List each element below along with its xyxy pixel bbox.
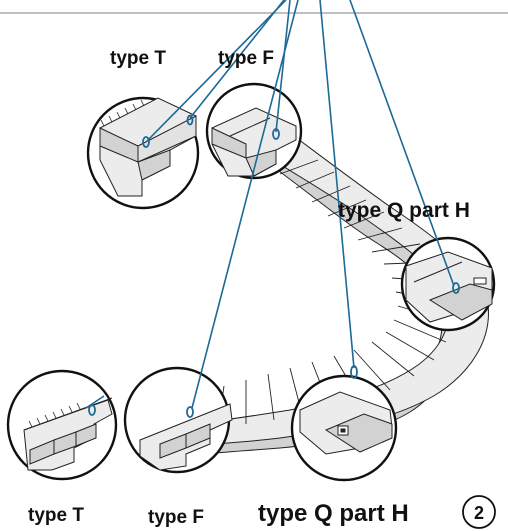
- hook-icon-5: [88, 404, 96, 416]
- page-number: 2: [474, 503, 484, 523]
- detail-circle-top-left: [86, 96, 200, 210]
- lifting-hooks: [88, 114, 460, 418]
- detail-circle-bottom-left: [6, 369, 118, 481]
- hook-icon-4: [452, 282, 460, 294]
- detail-circle-top-middle: [205, 82, 303, 180]
- label-right-middle-type-q-part-h: type Q part H: [338, 199, 470, 222]
- page-number-badge: 2: [462, 495, 496, 529]
- hook-icon-7: [350, 365, 358, 379]
- label-top-left-type-t: type T: [110, 48, 166, 69]
- detail-circle-bottom-middle: [123, 366, 233, 474]
- detail-circle-right-middle: [400, 236, 496, 332]
- label-bottom-right-type-q-part-h: type Q part H: [258, 500, 409, 527]
- hook-icon-2: [186, 114, 194, 126]
- hook-icon-3: [272, 128, 280, 140]
- hook-icon-1: [142, 136, 150, 148]
- detail-circle-bottom-right: [290, 374, 398, 482]
- label-bottom-middle-type-f: type F: [148, 507, 204, 528]
- hook-icon-6: [186, 406, 194, 418]
- lifting-cables: [85, 0, 455, 409]
- label-bottom-left-type-t: type T: [28, 505, 84, 526]
- label-top-middle-type-f: type F: [218, 48, 274, 69]
